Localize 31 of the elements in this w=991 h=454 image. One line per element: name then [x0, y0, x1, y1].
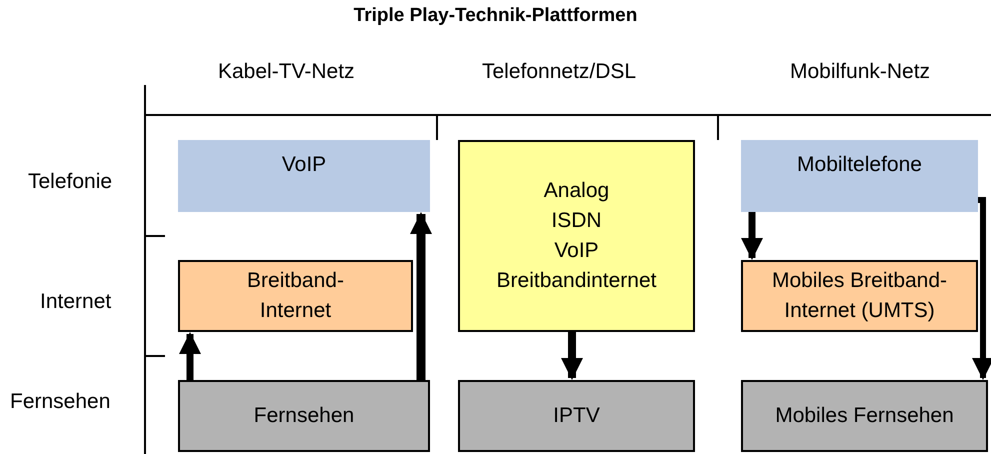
row-header: Internet	[40, 290, 112, 314]
column-header: Mobilfunk-Netz	[790, 60, 930, 84]
arrow	[741, 212, 763, 260]
box-text: IPTV	[553, 403, 600, 429]
arrow	[179, 332, 201, 380]
process-box	[741, 260, 978, 332]
box-text: Analog	[544, 178, 610, 204]
box-text: ISDN	[551, 208, 602, 234]
title: Triple Play-Technik-Plattformen	[352, 5, 638, 27]
column-header: Kabel-TV-Netz	[218, 60, 355, 84]
process-box	[458, 380, 695, 452]
row-header: Telefonie	[28, 170, 112, 194]
box-text: Mobiles Breitband-Internet (UMTS)	[770, 268, 948, 324]
column-header: Telefonnetz/DSL	[482, 60, 636, 84]
arrow	[410, 212, 432, 380]
box-text: VoIP	[554, 238, 599, 264]
arrow	[972, 197, 991, 380]
box-text: Breitband-Internet	[246, 268, 345, 324]
row-header: Fernsehen	[10, 390, 110, 414]
box-text: Mobiltelefone	[797, 152, 922, 178]
process-box	[178, 260, 413, 332]
process-box	[458, 140, 695, 332]
process-box	[741, 140, 978, 212]
process-box	[178, 140, 430, 212]
box-text: VoIP	[282, 152, 326, 178]
box-text: Mobiles Fernsehen	[775, 403, 954, 429]
box-text: Fernsehen	[254, 403, 354, 429]
box-text: Breitbandinternet	[496, 268, 656, 294]
process-box	[741, 380, 988, 452]
process-box	[178, 380, 430, 452]
arrow	[561, 332, 583, 380]
